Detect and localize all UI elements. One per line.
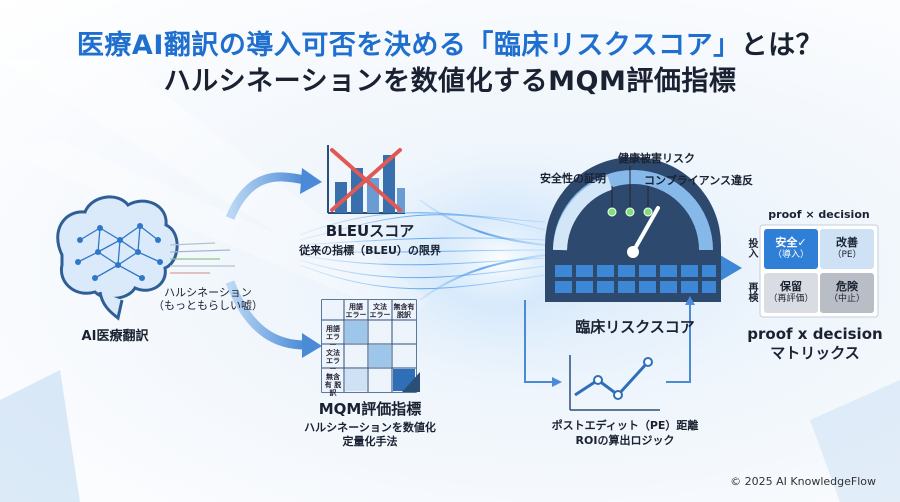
matrix-cell-safe-sub: （導入） bbox=[772, 250, 809, 260]
page-title: 医療AI翻訳の導入可否を決める「臨床リスクスコア」とは？ ハルシネーションを数値… bbox=[0, 28, 900, 100]
matrix-axis-bottom: 再検 bbox=[746, 282, 757, 302]
matrix-cell-improve: 改善 （PE） bbox=[820, 229, 874, 269]
mqm-title: MQM評価指標 bbox=[318, 400, 422, 418]
matrix-cell-hold: 保留 （再評価） bbox=[764, 273, 818, 313]
mqm-table-icon bbox=[321, 299, 420, 393]
arrow-to-mqm-head bbox=[302, 333, 322, 358]
title-line-2: ハルシネーションを数値化するMQM評価指標 bbox=[163, 66, 737, 97]
pe-chart-icon bbox=[569, 355, 660, 411]
matrix-cell-safe-main: 安全✓ bbox=[775, 236, 807, 249]
matrix-cell-hold-main: 保留 bbox=[780, 280, 802, 293]
hallucination-lines bbox=[169, 242, 235, 274]
matrix-cell-improve-main: 改善 bbox=[836, 236, 858, 249]
pe-subtitle: ROIの算出ロジック bbox=[575, 434, 675, 447]
copyright: © 2025 AI KnowledgeFlow bbox=[730, 475, 876, 488]
matrix-cell-danger: 危険 （中止） bbox=[820, 273, 874, 313]
pe-title: ポストエディット（PE）距離 bbox=[551, 419, 699, 432]
arrow-to-bleu-head bbox=[300, 168, 322, 194]
mqm-subtitle-1: ハルシネーションを数値化 bbox=[304, 421, 436, 434]
matrix-axis-top: 投入 bbox=[746, 238, 757, 258]
matrix-cell-safe: 安全✓ （導入） bbox=[764, 229, 818, 269]
gauge-title: 臨床リスクスコア bbox=[575, 318, 695, 336]
mqm-row-header-2: 文法 エラー bbox=[326, 349, 340, 373]
bleu-title: BLEUスコア bbox=[325, 222, 415, 240]
matrix-bottom-label-1: proof x decision bbox=[747, 325, 883, 343]
mqm-row-header-1: 用語 エラー bbox=[326, 325, 340, 349]
mqm-subtitle-2: 定量化手法 bbox=[342, 435, 398, 448]
data-flow-streams bbox=[299, 199, 546, 301]
pe-connectors bbox=[524, 296, 695, 387]
matrix-cell-danger-sub: （中止） bbox=[828, 294, 865, 304]
bleu-cross-icon bbox=[330, 148, 402, 212]
title-line-1: 医療AI翻訳の導入可否を決める「臨床リスクスコア」とは？ bbox=[0, 28, 900, 64]
brain-label: AI医療翻訳 bbox=[81, 329, 149, 344]
gauge-label-health: 健康被害リスク bbox=[618, 152, 695, 165]
matrix-cell-hold-sub: （再評価） bbox=[768, 294, 814, 304]
gauge-label-compliance: コンプライアンス違反 bbox=[644, 174, 754, 187]
brain-icon bbox=[56, 195, 179, 321]
title-part-a: 医療AI翻訳の導入可否を決める bbox=[76, 30, 467, 61]
title-part-c: とは？ bbox=[740, 30, 824, 61]
title-part-b: 「臨床リスクスコア」 bbox=[466, 30, 741, 61]
matrix-bottom-label-2: マトリックス bbox=[770, 344, 860, 362]
arrow-to-bleu bbox=[225, 172, 306, 220]
mqm-col-header-3: 無含有 脱訳 bbox=[393, 303, 415, 319]
hallucination-label-2: （もっともらしい嘘） bbox=[153, 299, 263, 312]
mqm-col-header-1: 用語 エラー bbox=[345, 303, 367, 319]
arrow-to-mqm bbox=[225, 280, 306, 350]
light-rays bbox=[0, 60, 430, 320]
hallucination-label-1: ハルシネーション bbox=[164, 286, 252, 299]
risk-gauge-icon bbox=[545, 157, 721, 302]
corner-shapes bbox=[0, 370, 900, 502]
gauge-label-safety: 安全性の証明 bbox=[540, 172, 606, 185]
bleu-subtitle: 従来の指標（BLEU）の限界 bbox=[299, 244, 441, 257]
mqm-col-header-2: 文法 エラー bbox=[369, 303, 391, 319]
mqm-row-header-3: 無含有 脱訳 bbox=[324, 373, 342, 397]
matrix-cell-improve-sub: （PE） bbox=[832, 250, 862, 260]
matrix-cell-danger-main: 危険 bbox=[836, 280, 858, 293]
matrix-top-label: proof × decision bbox=[768, 208, 870, 221]
